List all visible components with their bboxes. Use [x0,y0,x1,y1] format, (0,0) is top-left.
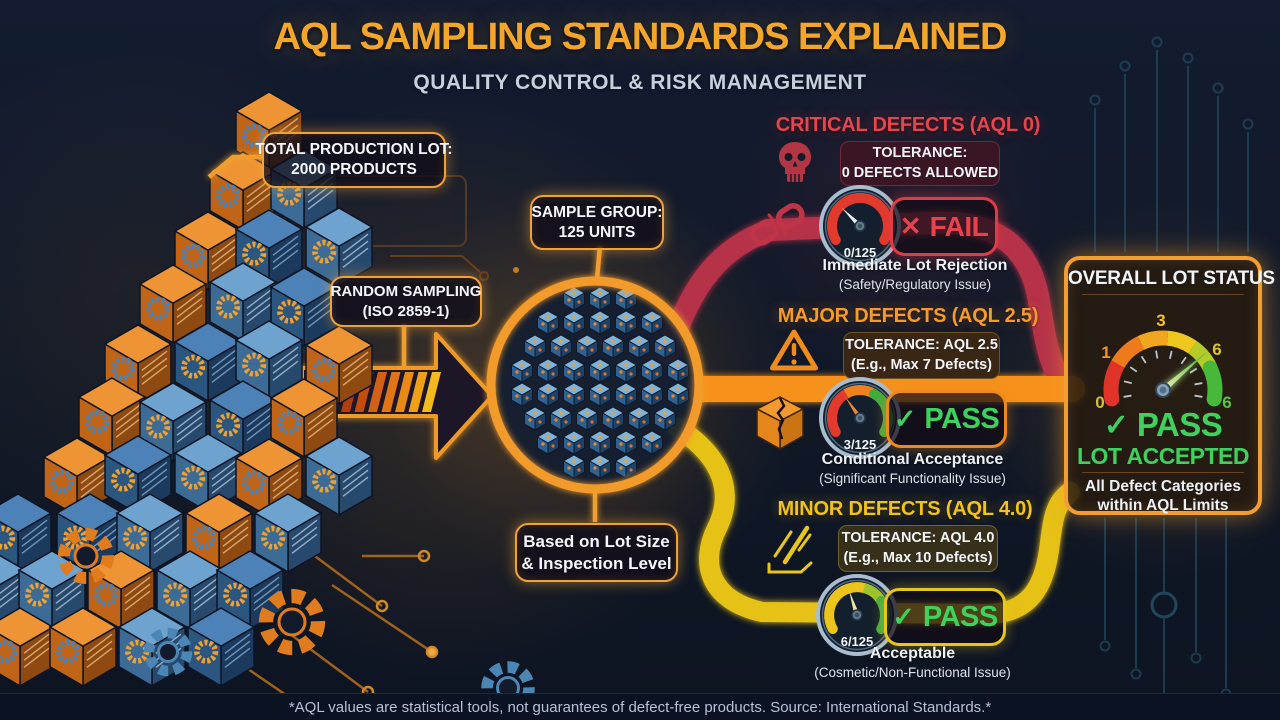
footer-disclaimer: *AQL values are statistical tools, not g… [288,699,992,716]
random-sampling-line1: RANDOM SAMPLING [330,283,482,301]
major-heading: MAJOR DEFECTS (AQL 2.5) [777,305,1039,327]
minor-gauge: 6/125 [816,574,898,656]
minor-tolerance-line1: TOLERANCE: AQL 4.0 [841,529,995,546]
page-title: AQL SAMPLING STANDARDS EXPLAINED [273,16,1008,58]
overall-gauge-ticks [1123,350,1203,398]
pass-check-icon: ✓ [893,403,917,434]
sample-note-label: Based on Lot Size & Inspection Level [515,523,678,582]
overall-gauge-needle [1161,350,1209,393]
fail-cross-icon: ✕ [899,211,922,241]
connector-stems [207,154,603,522]
critical-gauge: 0/125 [819,185,901,267]
tick-3: 3 [1156,311,1165,330]
critical-result-line1: Immediate Lot Rejection [822,257,1008,274]
minor-result-line2: (Cosmetic/Non-Functional Issue) [814,665,1011,680]
overall-gauge: 0 1 3 6 6 [1095,311,1231,410]
critical-status-text: FAIL [929,210,989,242]
minor-tolerance-box: TOLERANCE: AQL 4.0 (E.g., Max 10 Defects… [838,525,998,572]
footer-bar: *AQL values are statistical tools, not g… [0,693,1280,720]
tick-0: 0 [1095,393,1104,410]
page-subtitle: QUALITY CONTROL & RISK MANAGEMENT [413,71,867,94]
minor-result-line1: Acceptable [869,645,956,662]
critical-tolerance-line1: TOLERANCE: [872,144,968,161]
critical-tolerance-box: TOLERANCE: 0 DEFECTS ALLOWED [840,141,1000,186]
broken-box-icon [755,396,805,451]
broken-chain-icon [749,203,805,246]
tick-6-right: 6 [1222,393,1231,410]
lot-accepted-text: LOT ACCEPTED [1076,443,1250,469]
random-sampling-label: RANDOM SAMPLING (ISO 2859-1) [330,276,482,327]
minor-heading: MINOR DEFECTS (AQL 4.0) [777,498,1033,520]
major-status-text: PASS [924,402,1000,435]
critical-gauge-value: 0/125 [844,245,877,260]
major-tolerance-box: TOLERANCE: AQL 2.5 (E.g., Max 7 Defects) [843,332,1000,379]
circuit-traces-right [1089,36,1254,700]
minor-path [668,418,1080,625]
minor-gauge-value: 6/125 [841,634,874,649]
total-lot-line1: TOTAL PRODUCTION LOT: [255,141,453,159]
overall-check-icon: ✓ [1103,408,1129,442]
critical-heading: CRITICAL DEFECTS (AQL 0) [775,114,1041,136]
tick-6-upper: 6 [1212,340,1221,359]
critical-status-pill: ✕ FAIL [890,197,998,256]
overall-status-title: OVERALL LOT STATUS [1068,268,1275,289]
production-lot-pile [0,91,374,688]
minor-result: Acceptable (Cosmetic/Non-Functional Issu… [785,644,1040,682]
minor-status-text: PASS [922,600,998,633]
major-tolerance-line2: (E.g., Max 7 Defects) [850,356,992,373]
major-result-line2: (Significant Functionality Issue) [819,471,1006,486]
skull-icon [779,142,811,182]
major-status-pill: ✓ PASS [886,390,1007,448]
panel-divider [1082,294,1244,295]
sample-group-label: SAMPLE GROUP: 125 UNITS [530,195,664,250]
overall-note-line1: All Defect Categories [1085,478,1241,495]
warning-triangle-icon [770,329,818,371]
critical-result-line2: (Safety/Regulatory Issue) [838,277,992,292]
panel-divider-2 [1082,472,1244,473]
minor-status-pill: ✓ PASS [884,588,1006,646]
sample-group-line2: 125 UNITS [558,223,636,241]
total-lot-label: TOTAL PRODUCTION LOT: 2000 PRODUCTS [255,132,453,188]
pass-check-icon: ✓ [892,601,915,632]
critical-tolerance-line2: 0 DEFECTS ALLOWED [841,164,999,181]
sample-units-grid [510,286,690,479]
total-lot-line2: 2000 PRODUCTS [291,161,417,178]
major-gauge-value: 3/125 [844,437,877,452]
sample-circle-ring [486,276,704,494]
minor-tolerance-line2: (E.g., Max 10 Defects) [843,549,993,566]
overall-status-panel: OVERALL LOT STATUS 0 1 3 6 6 [1064,256,1275,515]
overall-note-line2: within AQL Limits [1097,497,1229,514]
sample-note-line1: Based on Lot Size [523,531,670,551]
major-result: Conditional Acceptance (Significant Func… [785,450,1040,488]
overall-status-text: PASS [1136,406,1223,443]
scratch-icon [767,525,813,574]
random-sampling-line2: (ISO 2859-1) [362,302,450,320]
sample-group-line1: SAMPLE GROUP: [531,203,663,221]
critical-result: Immediate Lot Rejection (Safety/Regulato… [790,256,1040,294]
overall-pass-row: ✓ PASS [1068,406,1258,444]
major-result-line1: Conditional Acceptance [821,451,1004,468]
major-tolerance-line1: TOLERANCE: AQL 2.5 [845,336,998,353]
tick-1: 1 [1101,343,1110,362]
sample-note-line2: & Inspection Level [521,553,672,573]
